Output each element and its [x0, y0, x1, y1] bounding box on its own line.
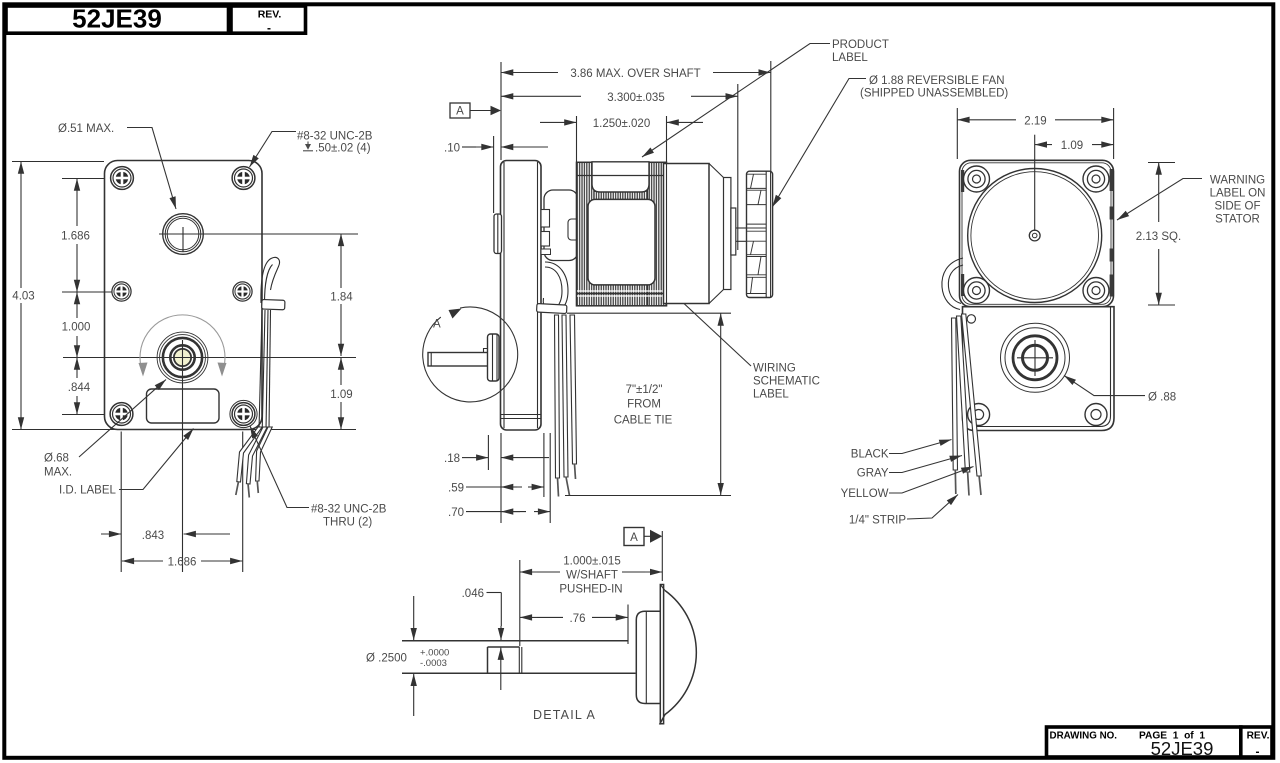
svg-text:1.250±.020: 1.250±.020 [593, 118, 650, 130]
svg-text:1.686: 1.686 [168, 557, 197, 569]
svg-text:1.09: 1.09 [1061, 140, 1083, 152]
svg-text:3.86 MAX. OVER SHAFT: 3.86 MAX. OVER SHAFT [570, 68, 700, 80]
svg-text:1.686: 1.686 [61, 231, 90, 243]
svg-text:Ø.51 MAX.: Ø.51 MAX. [58, 123, 114, 135]
svg-text:1.000±.015: 1.000±.015 [563, 556, 620, 568]
svg-text:Ø .88: Ø .88 [1148, 392, 1176, 404]
svg-text:7"±1/2": 7"±1/2" [626, 384, 663, 396]
svg-text:THRU (2): THRU (2) [323, 517, 372, 529]
svg-text:.70: .70 [448, 507, 464, 519]
svg-text:YELLOW: YELLOW [841, 488, 889, 500]
svg-text:Ø 1.88 REVERSIBLE FAN: Ø 1.88 REVERSIBLE FAN [869, 75, 1005, 87]
svg-text:-: - [267, 21, 271, 35]
svg-text:52JE39: 52JE39 [1151, 738, 1214, 759]
svg-text:GRAY: GRAY [857, 468, 889, 480]
svg-text:.843: .843 [142, 530, 164, 542]
svg-text:REV.: REV. [1247, 731, 1270, 742]
svg-text:W/SHAFT: W/SHAFT [566, 570, 618, 582]
svg-text:MAX.: MAX. [44, 467, 72, 479]
svg-text:Ø.68: Ø.68 [44, 453, 69, 465]
svg-text:4.03: 4.03 [12, 291, 34, 303]
svg-text:DETAIL A: DETAIL A [533, 708, 596, 722]
svg-text:2.13 SQ.: 2.13 SQ. [1136, 231, 1181, 243]
svg-text:1/4" STRIP: 1/4" STRIP [849, 515, 906, 527]
svg-text:STATOR: STATOR [1215, 214, 1260, 226]
svg-text:Ø .2500: Ø .2500 [366, 653, 407, 665]
svg-text:LABEL: LABEL [832, 52, 868, 64]
svg-text:WIRING: WIRING [753, 363, 796, 375]
svg-text:.10: .10 [444, 143, 460, 155]
svg-text:A: A [456, 106, 464, 118]
svg-text:+.0000: +.0000 [420, 648, 449, 659]
svg-text:PUSHED-IN: PUSHED-IN [559, 584, 622, 596]
svg-text:-: - [1256, 745, 1260, 759]
svg-text:A: A [630, 532, 638, 544]
svg-text:3.300±.035: 3.300±.035 [607, 92, 664, 104]
svg-text:2.19: 2.19 [1024, 115, 1046, 127]
svg-text:LABEL ON: LABEL ON [1210, 188, 1266, 200]
svg-text:LABEL: LABEL [753, 389, 789, 401]
svg-text:#8-32 UNC-2B: #8-32 UNC-2B [297, 131, 373, 143]
svg-text:52JE39: 52JE39 [72, 4, 162, 34]
svg-text:DRAWING NO.: DRAWING NO. [1050, 731, 1118, 742]
svg-text:REV.: REV. [258, 8, 282, 20]
svg-text:#8-32 UNC-2B: #8-32 UNC-2B [311, 504, 387, 516]
svg-text:1.09: 1.09 [330, 389, 352, 401]
svg-text:PRODUCT: PRODUCT [832, 39, 889, 51]
svg-text:.59: .59 [448, 483, 464, 495]
svg-text:I.D. LABEL: I.D. LABEL [59, 485, 116, 497]
svg-text:.76: .76 [570, 613, 586, 625]
svg-text:A: A [433, 319, 441, 331]
svg-text:SIDE OF: SIDE OF [1214, 201, 1260, 213]
svg-text:-.0003: -.0003 [420, 658, 447, 669]
svg-text:BLACK: BLACK [851, 449, 889, 461]
svg-text:1.84: 1.84 [330, 292, 353, 304]
svg-text:.046: .046 [462, 588, 484, 600]
svg-text:CABLE TIE: CABLE TIE [614, 415, 673, 427]
svg-text:(SHIPPED UNASSEMBLED): (SHIPPED UNASSEMBLED) [860, 88, 1008, 100]
svg-text:.50±.02 (4): .50±.02 (4) [315, 143, 371, 155]
svg-text:WARNING: WARNING [1210, 175, 1265, 187]
svg-text:SCHEMATIC: SCHEMATIC [753, 376, 820, 388]
svg-text:FROM: FROM [627, 399, 661, 411]
svg-text:.18: .18 [444, 453, 460, 465]
svg-text:.844: .844 [68, 382, 91, 394]
svg-text:PAGE 1 of 1: PAGE 1 of 1 [1139, 731, 1205, 742]
svg-text:1.000: 1.000 [62, 322, 91, 334]
